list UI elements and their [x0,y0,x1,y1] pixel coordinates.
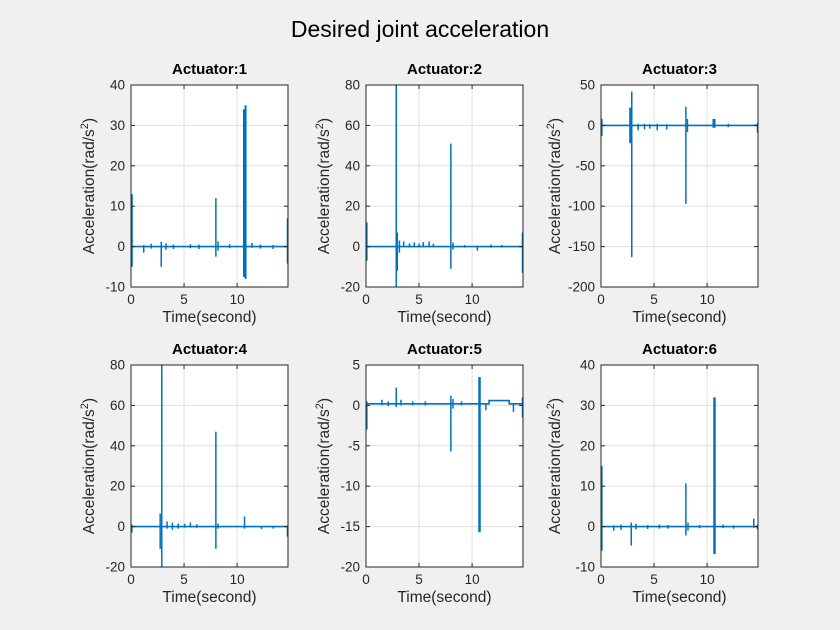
y-tick-label: 20 [110,158,125,173]
actuator-5-title: Actuator:5 [406,341,482,358]
x-tick-label: 10 [700,292,715,307]
y-tick-label: 20 [345,199,360,214]
x-tick-label: 10 [700,572,715,587]
y-tick-label: 10 [580,479,595,494]
y-tick-label: 60 [345,118,360,133]
y-tick-label: 80 [110,358,125,373]
y-tick-label: -20 [340,280,360,295]
x-tick-label: 5 [180,572,188,587]
subplot-actuator-3: 0 5 10 -200 -150 -100 -50 0 50 Actuator:3 Accele… [536,53,776,326]
actuator-3-x-axis-label: Time(second) [632,309,727,326]
y-tick-label: -15 [340,519,360,534]
actuator-3-title: Actuator:3 [641,61,717,78]
y-tick-label: 40 [110,78,125,93]
x-tick-label: 0 [597,572,605,587]
x-tick-label: 0 [362,572,370,587]
y-tick-label: 5 [352,358,360,373]
actuator-4-x-axis-label: Time(second) [162,589,257,606]
y-tick-label: 30 [110,118,125,133]
x-tick-label: 10 [230,572,245,587]
y-tick-label: -10 [340,479,360,494]
actuator-4-y-axis-label: Acceleration(rad/s2) [78,397,99,535]
actuator-6-x-axis-label: Time(second) [632,589,727,606]
x-tick-label: 0 [127,292,135,307]
y-tick-label: -150 [568,239,595,254]
y-tick-label: -20 [340,560,360,575]
y-tick-label: 0 [117,239,125,254]
subplot-actuator-5: 0 5 10 -20 -15 -10 -5 0 5 Actuator:5 Acceleratio… [301,333,541,606]
y-tick-label: 40 [110,438,125,453]
actuator-2-y-axis-label: Acceleration(rad/s2) [313,117,334,255]
y-tick-label: 0 [117,519,125,534]
actuator-1-title: Actuator:1 [171,61,247,78]
actuator-6-y-axis-label: Acceleration(rad/s2) [544,397,565,535]
actuator-4-title: Actuator:4 [171,341,247,358]
y-tick-label: 20 [110,479,125,494]
actuator-2-title: Actuator:2 [406,61,482,78]
figure-title: Desired joint acceleration [290,16,550,42]
x-tick-label: 10 [465,292,480,307]
y-tick-label: 40 [580,358,595,373]
y-tick-label: -50 [575,158,595,173]
y-tick-label: -10 [105,280,125,295]
y-tick-label: 50 [580,78,595,93]
y-tick-label: 0 [587,519,595,534]
y-tick-label: 40 [345,158,360,173]
y-tick-label: 80 [345,78,360,93]
y-tick-label: 0 [352,398,360,413]
actuator-5-y-axis-label: Acceleration(rad/s2) [313,397,334,535]
y-tick-label: 0 [352,239,360,254]
actuator-3-plot: 0 5 10 -200 -150 -100 -50 0 50 [568,78,759,307]
x-tick-label: 5 [415,292,423,307]
actuator-1-x-axis-label: Time(second) [162,309,257,326]
x-tick-label: 0 [362,292,370,307]
y-tick-label: -20 [105,560,125,575]
x-tick-label: 5 [180,292,188,307]
y-tick-label: 0 [587,118,595,133]
actuator-1-y-axis-label: Acceleration(rad/s2) [78,117,99,255]
x-tick-label: 10 [230,292,245,307]
x-tick-label: 10 [465,572,480,587]
y-tick-label: -5 [348,438,360,453]
y-tick-label: 30 [580,398,595,413]
actuator-6-title: Actuator:6 [641,341,717,358]
x-tick-label: 0 [127,572,135,587]
x-tick-label: 5 [650,292,658,307]
y-tick-label: -100 [568,199,595,214]
y-tick-label: -200 [568,280,595,295]
y-tick-label: 10 [110,199,125,214]
y-tick-label: 60 [110,398,125,413]
y-tick-label: -10 [575,560,595,575]
y-tick-label: 20 [580,438,595,453]
x-tick-label: 5 [650,572,658,587]
actuator-2-x-axis-label: Time(second) [397,309,492,326]
actuator-5-plot: 0 5 10 -20 -15 -10 -5 0 5 [340,358,524,587]
x-tick-label: 0 [597,292,605,307]
actuator-5-x-axis-label: Time(second) [397,589,492,606]
x-tick-label: 5 [415,572,423,587]
actuator-3-y-axis-label: Acceleration(rad/s2) [544,117,565,255]
